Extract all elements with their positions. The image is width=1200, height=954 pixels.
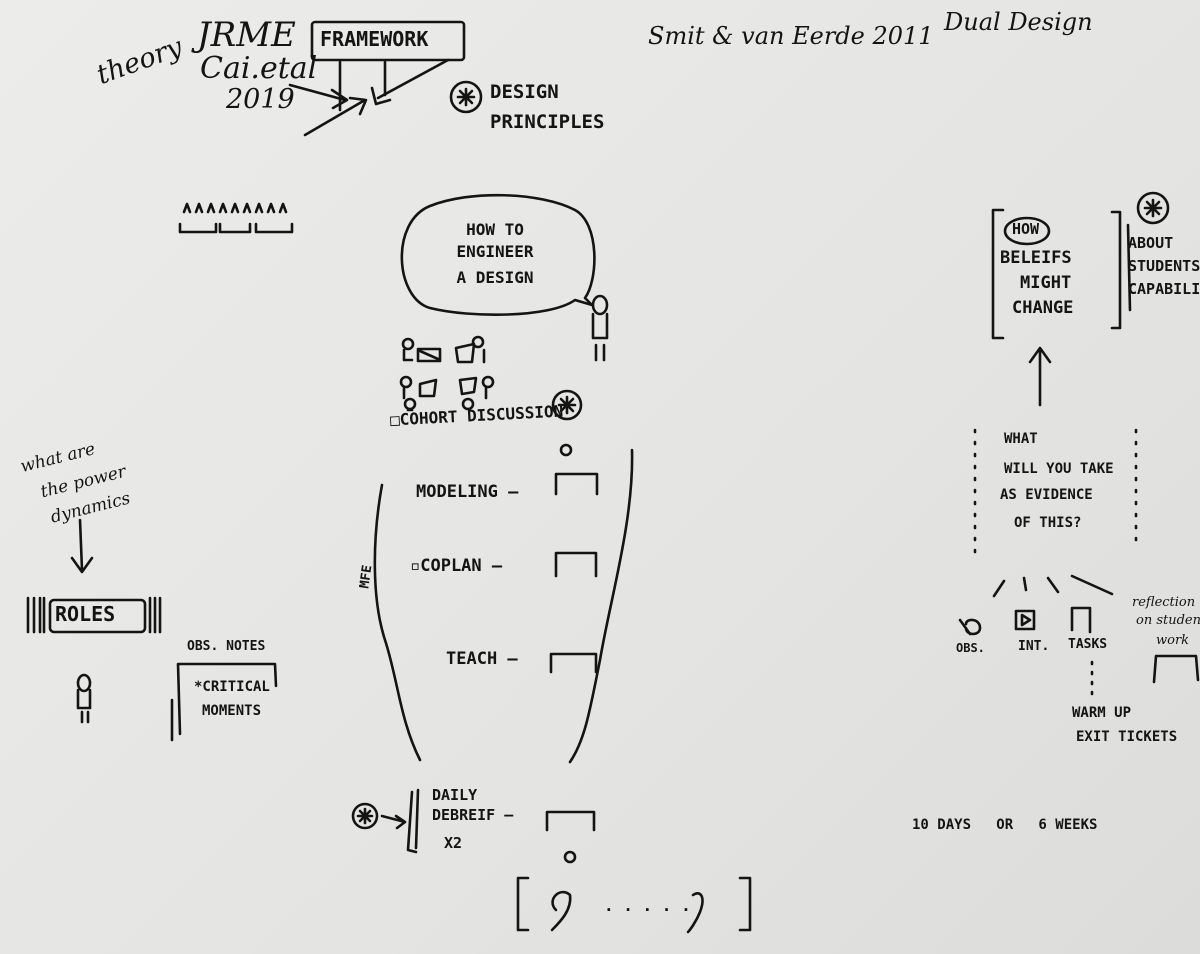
- box-debrief: [545, 810, 596, 832]
- arrow-to-framework-2: [303, 96, 368, 137]
- funnel-left: [373, 483, 422, 762]
- funnel-right: [568, 448, 634, 764]
- critical-line2: MOMENTS: [202, 703, 262, 719]
- arrow-from-framework: [370, 58, 450, 106]
- obs-icon: [958, 618, 982, 636]
- int-label: INT.: [1018, 639, 1050, 654]
- people-row: [182, 202, 288, 214]
- design-principles-line2: PRINCIPLES: [490, 111, 605, 133]
- speech-bubble: [400, 193, 596, 316]
- debrief-line3: X2: [444, 834, 463, 852]
- box-coplan: [554, 551, 598, 578]
- reflection-line1: reflection: [1132, 595, 1196, 610]
- reflection-line3: work: [1156, 633, 1190, 648]
- framework-label: FRAMEWORK: [320, 27, 429, 51]
- about-line2: STUDENTS: [1128, 257, 1200, 275]
- smit-citation: Smit & van Eerde 2011: [648, 22, 934, 50]
- cohort-seating: [399, 335, 495, 412]
- duration-label: 10 DAYS OR 6 WEEKS: [912, 817, 1098, 833]
- framework-stem: [338, 60, 387, 112]
- beliefs-bracket-left: [991, 208, 1005, 340]
- beliefs-line3: CHANGE: [1012, 298, 1074, 318]
- dual-design-label: Dual Design: [944, 8, 1093, 36]
- bubble-line2: ENGINEER: [456, 242, 534, 261]
- roles-box: [48, 598, 147, 634]
- mfe-label: MFE: [357, 564, 376, 590]
- obs-notes-bracket: [170, 662, 278, 742]
- bottom-bracket: [516, 876, 752, 932]
- branch-lines: [992, 574, 1114, 598]
- bracket-dots: · · · · ·: [604, 900, 691, 919]
- jrme-label: JRME: [197, 15, 296, 55]
- critical-line1: *CRITICAL: [194, 679, 270, 695]
- teach-label: TEACH –: [446, 649, 518, 669]
- how-circle: [1003, 216, 1051, 246]
- star-circle-debrief: [351, 802, 379, 830]
- star-circle-right: [1136, 191, 1170, 225]
- reflection-line2: on student: [1136, 613, 1200, 628]
- tasks-label: TASKS: [1068, 637, 1108, 652]
- exit-tickets-label: EXIT TICKETS: [1076, 729, 1178, 745]
- beliefs-bracket-right: [1110, 210, 1122, 330]
- obs-label: OBS.: [956, 641, 985, 655]
- cai-label: Cai.etal: [200, 51, 318, 86]
- debrief-line1: DAILY: [432, 786, 478, 804]
- tasks-icon: [1070, 606, 1092, 634]
- roles-label: ROLES: [55, 602, 116, 626]
- warm-up-label: WARM UP: [1072, 705, 1132, 721]
- bubble-line3: A DESIGN: [456, 268, 534, 287]
- person-figure: [591, 294, 609, 316]
- how-label: HOW: [1012, 220, 1040, 238]
- bubble-line1: HOW TO: [466, 220, 524, 239]
- star-circle-cohort: [551, 389, 583, 421]
- modeling-label: MODELING –: [416, 482, 519, 502]
- star-circle-top: [449, 80, 483, 114]
- design-principles-line1: DESIGN: [490, 81, 559, 103]
- arrow-power-roles: [70, 518, 94, 574]
- year-label: 2019: [226, 84, 295, 115]
- question-line2: WILL YOU TAKE: [1004, 461, 1114, 477]
- about-line1: ABOUT: [1128, 234, 1174, 252]
- beliefs-line2: MIGHT: [1020, 273, 1072, 293]
- int-icon: [1014, 609, 1036, 631]
- obs-notes-label: OBS. NOTES: [187, 639, 266, 654]
- about-line3: CAPABILITIES: [1128, 280, 1200, 298]
- box-modeling: [554, 472, 599, 496]
- question-line4: OF THIS?: [1014, 515, 1082, 531]
- box-teach: [549, 652, 598, 674]
- question-line3: AS EVIDENCE: [1000, 487, 1093, 503]
- question-line1: WHAT: [1004, 431, 1038, 447]
- framework-box: [310, 20, 466, 62]
- beliefs-line1: BELEIFS: [1000, 248, 1072, 268]
- arrow-evidence-beliefs: [1028, 346, 1052, 407]
- debrief-line2: DEBREIF –: [432, 806, 514, 824]
- arrow-to-framework-1: [288, 83, 349, 110]
- coplan-label: ▫COPLAN –: [410, 556, 503, 576]
